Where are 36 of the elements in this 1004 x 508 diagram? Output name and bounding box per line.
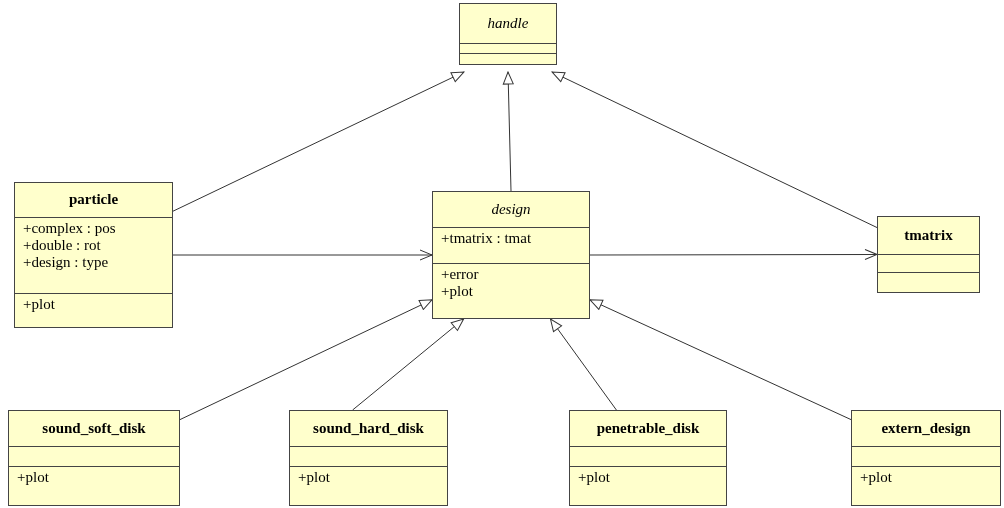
attribute-text: +tmatrix : tmat [441,230,533,248]
operation-text: +plot [578,468,611,486]
attribute-text: +complex : pos [23,219,117,237]
class-box [877,216,980,293]
inheritance-arrow [502,71,514,192]
operation-text: +plot [17,468,50,486]
class-name: sound_hard_disk [313,420,424,438]
inheritance-arrow [550,318,617,411]
operation-text: +plot [860,468,893,486]
class-box [14,182,173,328]
class-name: design [491,201,531,219]
class-name: handle [487,14,529,32]
class-box [569,410,727,506]
operation-text: +plot [298,468,331,486]
class-name: tmatrix [904,226,953,244]
class-box [289,410,448,506]
association-arrow [589,249,878,260]
class-box [8,410,180,506]
class-box [459,3,557,65]
class-box [432,191,590,319]
inheritance-arrow [172,71,465,212]
inheritance-arrow [179,299,433,421]
class-name: extern_design [881,420,971,438]
class-name: penetrable_disk [596,420,700,438]
operation-text: +error [441,265,480,283]
attribute-text: +design : type [23,253,110,271]
association-arrow [172,249,433,261]
operation-text: +plot [23,296,56,314]
class-name: particle [68,191,119,209]
operation-text: +plot [441,282,474,300]
inheritance-arrow [352,318,465,411]
class-box [851,410,1001,506]
inheritance-arrow [589,299,852,421]
attribute-text: +double : rot [23,236,102,254]
inheritance-arrow [551,71,878,229]
class-name: sound_soft_disk [42,420,146,438]
